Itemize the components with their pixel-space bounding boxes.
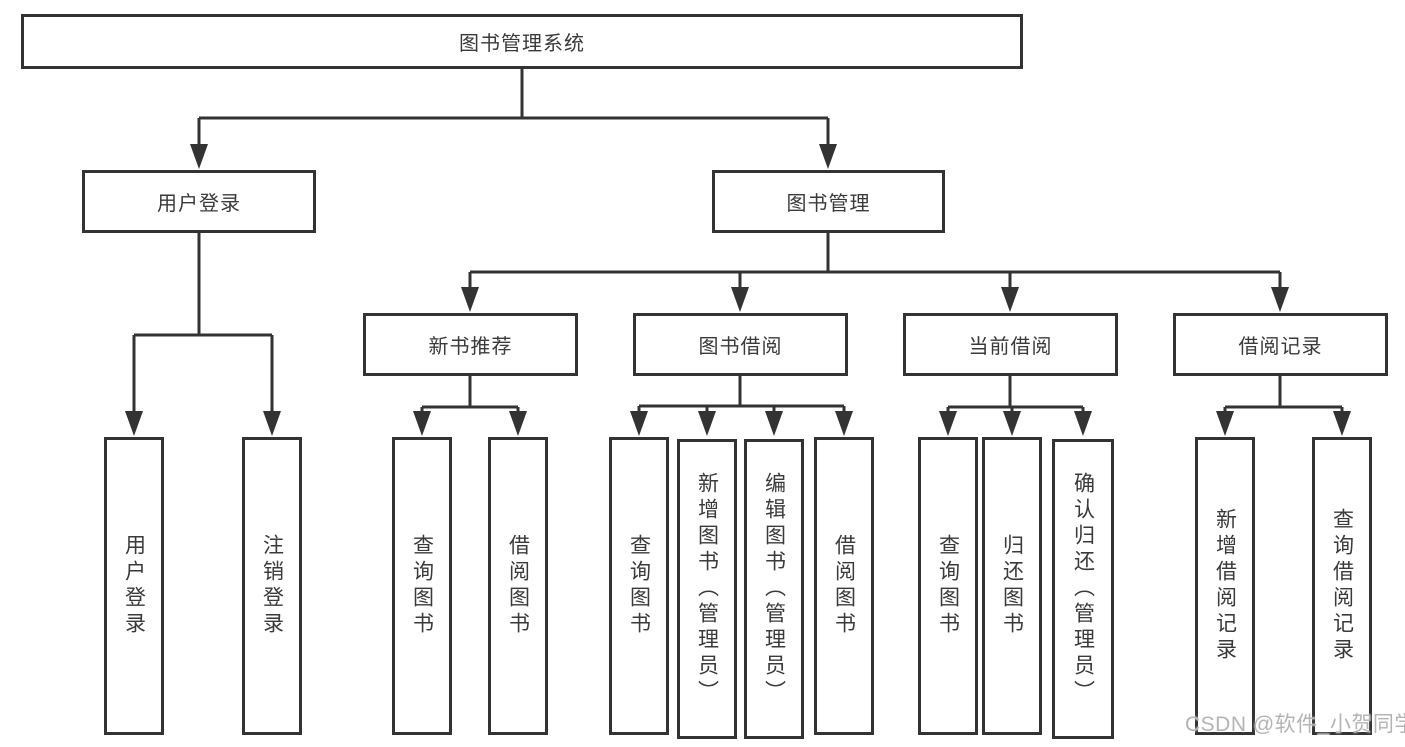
arrowhead-icon [1216, 411, 1234, 436]
arrowhead-icon [263, 411, 281, 436]
arrowhead-icon [1003, 411, 1021, 436]
leaf-cb-query-books-label: 查询图书 [936, 534, 960, 638]
node-user-login: 用户登录 [82, 170, 316, 233]
leaf-nbr-borrow-books-label: 借阅图书 [506, 534, 530, 638]
leaf-user-login: 用户登录 [104, 437, 164, 735]
arrowhead-icon [835, 411, 853, 436]
arrowhead-icon [630, 411, 648, 436]
node-borrow-records: 借阅记录 [1173, 313, 1388, 376]
arrowhead-icon [461, 287, 479, 312]
leaf-bb-edit-books-admin: 编辑图书（管理员） [744, 439, 804, 739]
arrowhead-icon [1271, 287, 1289, 312]
leaf-cb-confirm-return-admin: 确认归还（管理员） [1052, 439, 1114, 739]
arrowhead-icon [1333, 411, 1351, 436]
leaf-nbr-borrow-books: 借阅图书 [488, 437, 548, 735]
node-book-mgmt: 图书管理 [712, 170, 945, 233]
leaf-br-add-record-label: 新增借阅记录 [1213, 508, 1237, 664]
arrowhead-icon [125, 411, 143, 436]
node-new-book-rec-label: 新书推荐 [428, 336, 513, 358]
arrowhead-icon [509, 411, 527, 436]
node-book-borrow: 图书借阅 [633, 313, 848, 376]
leaf-bb-add-books-admin: 新增图书（管理员） [677, 439, 737, 739]
leaf-cb-return-books: 归还图书 [982, 437, 1042, 735]
connector-book-mgmt-to-level3 [468, 231, 1282, 290]
leaf-logout: 注销登录 [242, 437, 302, 735]
arrowhead-icon [1074, 411, 1092, 436]
leaf-br-query-record: 查询借阅记录 [1312, 437, 1372, 735]
arrowhead-icon [413, 411, 431, 436]
arrowhead-icon [698, 411, 716, 436]
leaf-bb-borrow-books-label: 借阅图书 [832, 534, 856, 638]
leaf-cb-query-books: 查询图书 [918, 437, 978, 735]
node-book-mgmt-label: 图书管理 [786, 193, 871, 215]
leaf-bb-edit-books-admin-label: 编辑图书（管理员） [762, 472, 786, 706]
connector-borrow-records-to-leaves [1223, 374, 1344, 413]
node-root: 图书管理系统 [21, 14, 1023, 69]
node-current-borrow: 当前借阅 [903, 313, 1118, 376]
arrowhead-icon [1001, 287, 1019, 312]
leaf-bb-borrow-books: 借阅图书 [814, 437, 874, 735]
node-current-borrow-label: 当前借阅 [968, 336, 1053, 358]
leaf-bb-add-books-admin-label: 新增图书（管理员） [695, 472, 719, 706]
leaf-br-query-record-label: 查询借阅记录 [1330, 508, 1354, 664]
arrowhead-icon [819, 144, 837, 169]
node-root-label: 图书管理系统 [459, 33, 585, 55]
connector-root-to-level2 [197, 67, 830, 146]
node-borrow-records-label: 借阅记录 [1238, 336, 1323, 358]
leaf-cb-confirm-return-admin-label: 确认归还（管理员） [1071, 472, 1095, 706]
node-book-borrow-label: 图书借阅 [698, 336, 783, 358]
connector-book-borrow-to-leaves [637, 374, 846, 413]
connector-current-borrow-to-leaves [946, 374, 1085, 413]
arrowhead-icon [939, 411, 957, 436]
leaf-nbr-query-books-label: 查询图书 [410, 534, 434, 638]
leaf-bb-query-books-label: 查询图书 [627, 534, 651, 638]
arrowhead-icon [765, 411, 783, 436]
connector-new-book-rec-to-leaves [420, 374, 520, 413]
node-user-login-label: 用户登录 [157, 193, 241, 215]
arrowhead-icon [190, 144, 208, 169]
leaf-logout-label: 注销登录 [260, 534, 284, 638]
connector-user-login-to-leaves [132, 231, 274, 413]
leaf-br-add-record: 新增借阅记录 [1195, 437, 1255, 735]
leaf-user-login-label: 用户登录 [122, 534, 146, 638]
arrowheads [125, 144, 1351, 436]
leaf-nbr-query-books: 查询图书 [392, 437, 452, 735]
node-new-book-rec: 新书推荐 [363, 313, 578, 376]
leaf-bb-query-books: 查询图书 [609, 437, 669, 735]
arrowhead-icon [731, 287, 749, 312]
csdn-watermark: CSDN @软件_小贺同学 [1185, 713, 1405, 736]
leaf-cb-return-books-label: 归还图书 [1000, 534, 1024, 638]
